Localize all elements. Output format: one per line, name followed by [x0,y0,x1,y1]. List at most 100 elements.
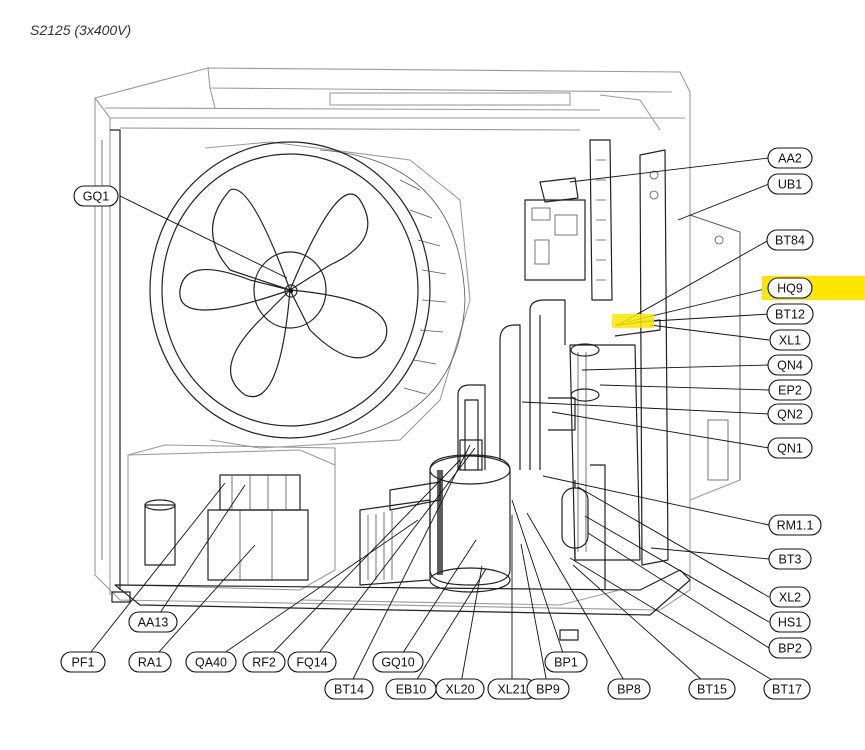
label-text: XL1 [779,334,801,348]
label-text: HS1 [778,616,802,630]
label-text: XL21 [497,683,526,697]
label-text: RF2 [252,656,276,670]
label-text: QN1 [777,442,803,456]
callout-xl21: XL21 [487,678,537,700]
callout-rf2: RF2 [242,651,286,673]
label-text: RA1 [138,656,162,670]
label-pill [372,651,424,673]
label-pill [767,354,813,376]
callout-pf1: PF1 [60,651,106,673]
callout-bp9: BP9 [526,678,570,700]
callout-bt17: BT17 [763,678,811,700]
callout-hs1: HS1 [769,611,811,633]
inverter [359,481,441,586]
label-pill [767,277,813,299]
label-text: EB10 [396,683,427,697]
callout-bp8: BP8 [607,678,651,700]
label-text: HQ9 [777,282,803,296]
label-pill [60,651,106,673]
label-pill [767,437,813,459]
callout-bt84: BT84 [766,229,814,251]
callout-qn1: QN1 [767,437,813,459]
callout-fq14: FQ14 [287,651,337,673]
label-text: QA40 [195,656,227,670]
label-text: GQ1 [83,190,109,204]
callout-rm1-1: RM1.1 [768,514,822,536]
label-text: BT15 [697,683,727,697]
label-text: BP8 [617,683,641,697]
callout-bt3: BT3 [768,548,812,570]
filter-dryer [561,480,589,560]
label-text: RM1.1 [777,519,814,533]
compressor [429,439,511,593]
label-text: XL2 [779,591,801,605]
label-pill [763,678,811,700]
label-pill [544,651,588,673]
fan-assembly [149,141,471,449]
callout-bt14: BT14 [324,678,374,700]
label-text: UB1 [778,178,802,192]
label-pill [768,548,812,570]
callout-xl2: XL2 [769,586,811,608]
label-text: BP2 [778,642,802,656]
label-pill [769,329,811,351]
label-pill [769,611,811,633]
label-text: BT3 [779,553,802,567]
housing [94,67,741,611]
callout-labels: AA2UB1GQ1BT84HQ9BT12XL1QN4EP2QN2QN1RM1.1… [60,147,865,700]
callout-hq9: HQ9 [762,276,865,300]
callout-ep2: EP2 [768,379,812,401]
label-pill [766,229,814,251]
label-pill [768,637,812,659]
electrical-box [127,444,336,591]
label-pill [324,678,374,700]
label-text: BT84 [775,234,805,248]
label-pill [128,611,178,633]
callout-qn4: QN4 [767,354,813,376]
label-text: GQ10 [381,656,414,670]
label-text: EP2 [778,384,802,398]
label-text: QN4 [777,359,803,373]
callout-gq1: GQ1 [73,185,119,207]
callout-bt12: BT12 [766,303,814,325]
callout-qn2: QN2 [767,403,813,425]
label-pill [185,651,237,673]
label-text: BP9 [536,683,560,697]
callout-bp1: BP1 [544,651,588,673]
label-text: QN2 [777,408,803,422]
label-text: BT14 [334,683,364,697]
callout-aa2: AA2 [767,147,813,169]
label-text: AA13 [138,616,169,630]
label-pill [766,303,814,325]
label-text: BT12 [775,308,805,322]
label-pill [242,651,286,673]
callout-bp2: BP2 [768,637,812,659]
callout-xl1: XL1 [769,329,811,351]
label-text: AA2 [778,152,802,166]
label-text: BP1 [554,656,578,670]
label-pill [767,403,813,425]
page-title: S2125 (3x400V) [30,22,132,38]
leader-lines [82,157,788,690]
label-pill [767,173,813,195]
label-pill [128,651,172,673]
label-pill [287,651,337,673]
evaporator-coil [589,139,669,566]
label-pill [767,147,813,169]
callout-qa40: QA40 [185,651,237,673]
highlight-part [612,314,654,328]
label-text: BT17 [772,683,802,697]
control-board [524,177,586,281]
label-pill [768,379,812,401]
callout-xl20: XL20 [435,678,485,700]
callout-ra1: RA1 [128,651,172,673]
label-text: XL20 [445,683,474,697]
label-pill [768,514,822,536]
callout-aa13: AA13 [128,611,178,633]
label-pill [435,678,485,700]
label-pill [769,586,811,608]
label-pill [526,678,570,700]
label-pill [607,678,651,700]
label-pill [688,678,736,700]
